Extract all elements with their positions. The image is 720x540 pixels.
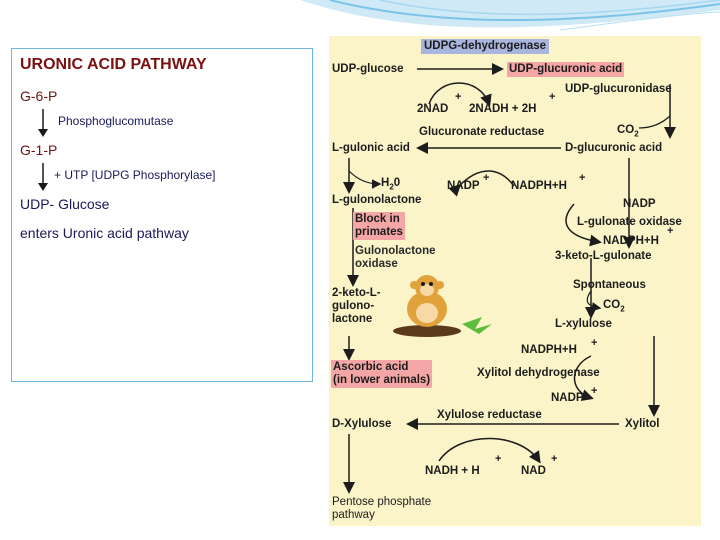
node-d-xylulose: D-Xylulose xyxy=(332,418,392,430)
svg-text:+: + xyxy=(551,453,557,465)
uronic-acid-pathway-diagram: + + + + + + + + + UDPG-dehydrogenase UDP… xyxy=(329,36,701,526)
enzyme-udp-glucuronidase: UDP-glucuronidase xyxy=(565,83,672,95)
svg-text:+: + xyxy=(591,385,597,397)
svg-text:+: + xyxy=(455,91,461,103)
cofactor-nadph-1: NADPH+H xyxy=(511,180,567,192)
enzyme-l-gulonate-oxidase: L-gulonate oxidase xyxy=(577,216,682,228)
node-l-gulonic-acid: L-gulonic acid xyxy=(332,142,410,154)
node-d-glucuronic-acid: D-glucuronic acid xyxy=(565,142,663,154)
label-udpg-dehydrogenase: UDPG-dehydrogenase xyxy=(421,39,550,54)
svg-text:+: + xyxy=(591,337,597,349)
enzyme-udpg-phosphorylase: + UTP [UDPG Phosphorylase] xyxy=(54,168,216,182)
node-ascorbic-acid: Ascorbic acid (in lower animals) xyxy=(331,360,433,388)
step-g1p: G-1-P xyxy=(20,142,58,158)
cofactor-nadph-3: NADPH+H xyxy=(521,344,577,356)
node-pentose-phosphate-pathway: Pentose phosphate pathway xyxy=(332,496,432,521)
enzyme-phosphoglucomutase: Phosphoglucomutase xyxy=(58,114,174,128)
enzyme-xylulose-reductase: Xylulose reductase xyxy=(437,409,542,421)
down-arrow-icon xyxy=(38,163,48,191)
cofactor-nadp-3: NADP xyxy=(551,392,584,404)
svg-text:+: + xyxy=(579,172,585,184)
enzyme-gulonolactone-oxidase: Gulonolactone oxidase xyxy=(355,245,436,270)
node-2-keto-l-gulonolactone: 2-keto-L- gulono- lactone xyxy=(332,287,381,325)
node-l-xylulose: L-xylulose xyxy=(555,318,612,330)
down-arrow-icon xyxy=(38,109,48,137)
enzyme-glucuronate-reductase: Glucuronate reductase xyxy=(419,126,545,138)
node-udp-glucuronic-acid: UDP-glucuronic acid xyxy=(507,62,625,77)
svg-text:+: + xyxy=(667,225,673,237)
node-l-gulonolactone: L-gulonolactone xyxy=(332,194,422,206)
pathway-arrows: + + + + + + + + + xyxy=(343,63,676,494)
cofactor-2nad: 2NAD xyxy=(417,103,449,115)
svg-text:+: + xyxy=(549,91,555,103)
enzyme-xylitol-dehydrogenase: Xylitol dehydrogenase xyxy=(477,367,600,379)
cofactor-2nadh: 2NADH + 2H xyxy=(469,103,537,115)
byproduct-h2o: H20 xyxy=(381,177,401,192)
cofactor-nad: NAD xyxy=(521,465,546,477)
cofactor-nadph-2: NADPH+H xyxy=(603,235,659,247)
byproduct-co2-top: CO2 xyxy=(617,124,639,139)
label-block-in-primates: Block in primates xyxy=(353,212,405,240)
cofactor-nadp-1: NADP xyxy=(447,180,480,192)
svg-text:+: + xyxy=(483,172,489,184)
step-udp-glucose: UDP- Glucose xyxy=(20,196,110,212)
node-xylitol: Xylitol xyxy=(625,418,660,430)
panel-title: URONIC ACID PATHWAY xyxy=(20,56,207,73)
header-swoosh xyxy=(300,0,720,31)
cofactor-nadh: NADH + H xyxy=(425,465,480,477)
step-g6p: G-6-P xyxy=(20,88,58,104)
node-udp-glucose: UDP-glucose xyxy=(332,63,404,75)
note-enters-pathway: enters Uronic acid pathway xyxy=(20,225,189,241)
monkey-icon xyxy=(393,275,492,337)
label-spontaneous: Spontaneous xyxy=(573,279,646,291)
cofactor-nadp-2: NADP xyxy=(623,198,656,210)
uronic-acid-summary-panel: URONIC ACID PATHWAY G-6-P Phosphoglucomu… xyxy=(11,48,313,382)
node-3-keto-l-gulonate: 3-keto-L-gulonate xyxy=(555,250,652,262)
byproduct-co2-mid: CO2 xyxy=(603,299,625,314)
svg-text:+: + xyxy=(495,453,501,465)
